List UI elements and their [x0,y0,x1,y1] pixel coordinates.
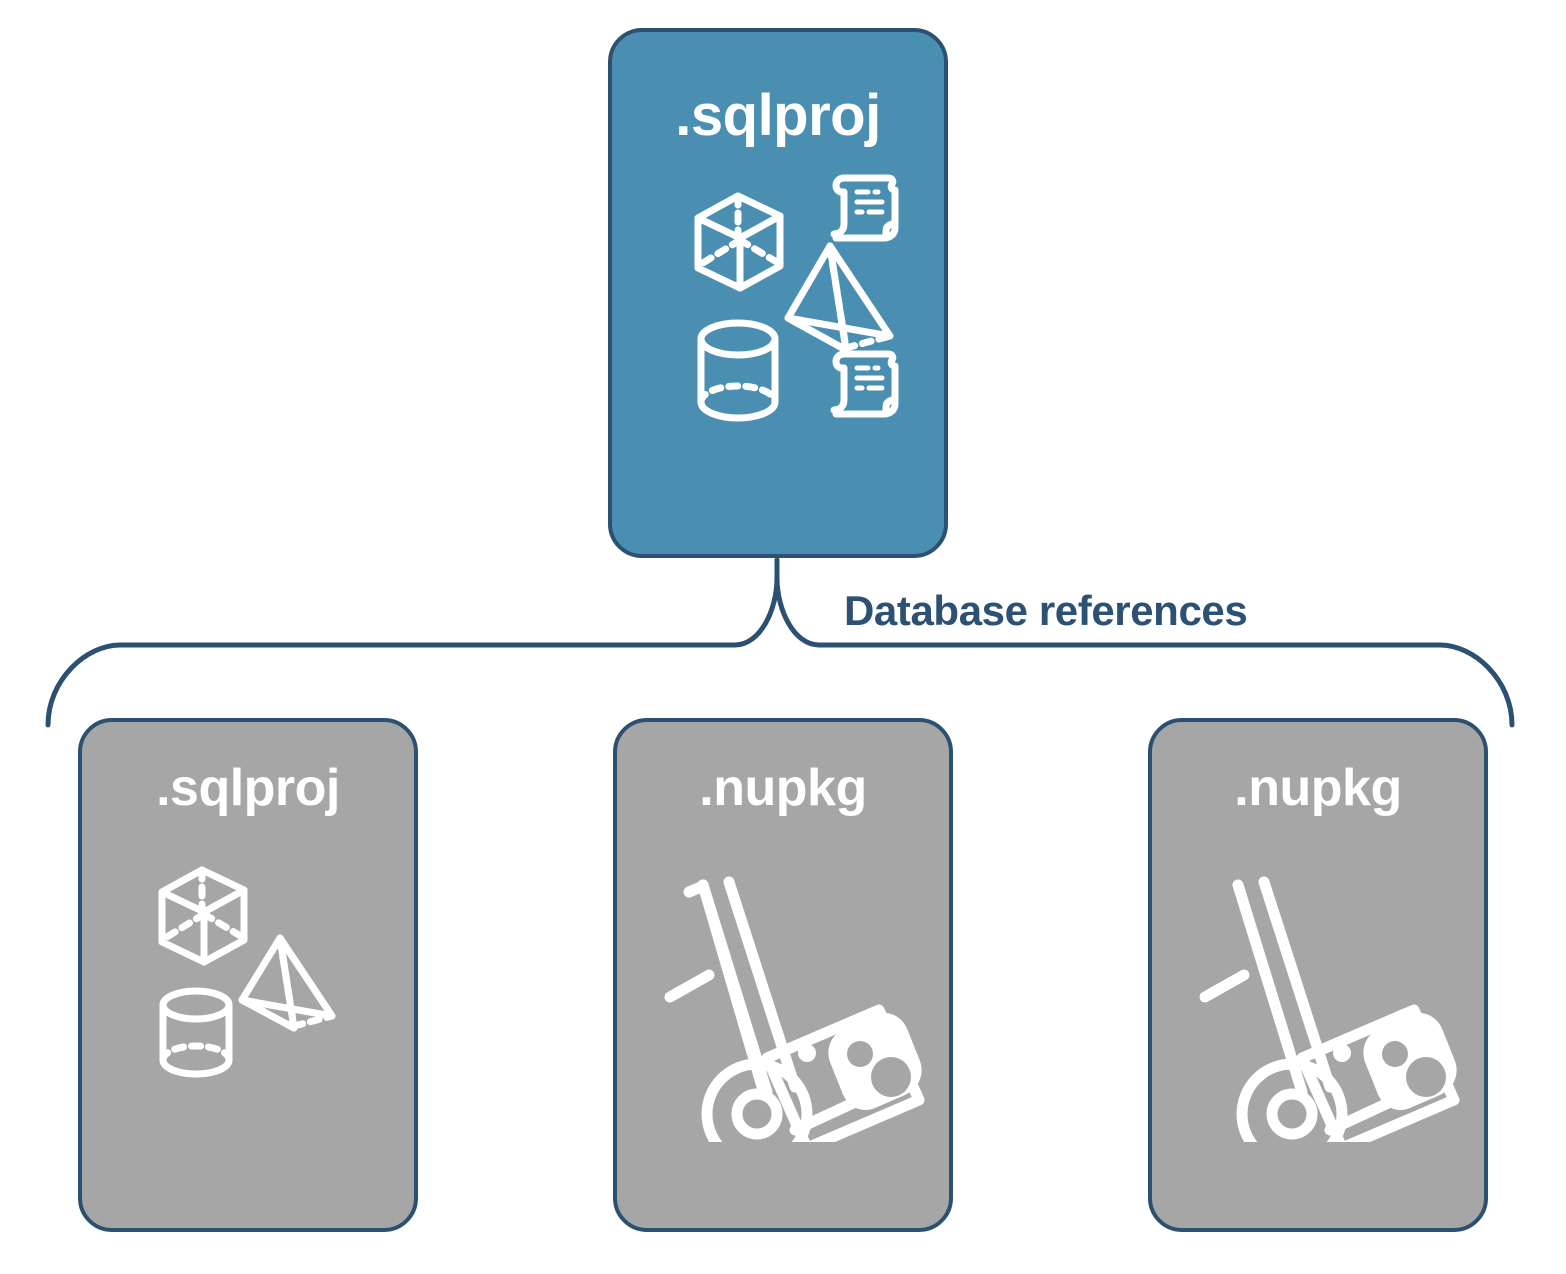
node-child-nupkg-1-title: .nupkg [699,759,867,817]
child-sqlproj-icon-group [158,866,336,1078]
hand-truck-package-icon-group [1199,876,1460,1142]
connector-label: Database references [844,587,1248,634]
cylinder-icon [697,319,779,422]
node-root-artwork [612,162,944,442]
cube-icon [694,192,784,292]
cylinder-icon [159,987,233,1078]
pyramid-icon [238,934,336,1032]
nuget-glyph-holes [847,1041,911,1097]
node-child-nupkg-2[interactable]: .nupkg [1148,718,1488,1232]
cube-icon [158,866,248,966]
node-child-sqlproj-title: .sqlproj [156,759,340,817]
connector-bracket [0,550,1566,740]
node-child-nupkg-2-title: .nupkg [1234,759,1402,817]
bracket-svg [45,557,1515,728]
hand-truck-package-icon-group [664,876,925,1142]
node-child-sqlproj-artwork [82,852,414,1092]
pyramid-icon [784,242,894,354]
node-root-title: .sqlproj [675,83,881,148]
scroll-icon [830,350,899,418]
nuget-glyph-holes [1382,1041,1446,1097]
node-root-sqlproj[interactable]: .sqlproj [608,28,948,558]
root-icon-group [694,174,899,422]
scroll-icon [830,174,899,242]
node-child-nupkg-1[interactable]: .nupkg [613,718,953,1232]
node-child-nupkg-1-artwork [617,842,949,1142]
node-child-nupkg-2-artwork [1152,842,1484,1142]
node-child-sqlproj[interactable]: .sqlproj [78,718,418,1232]
